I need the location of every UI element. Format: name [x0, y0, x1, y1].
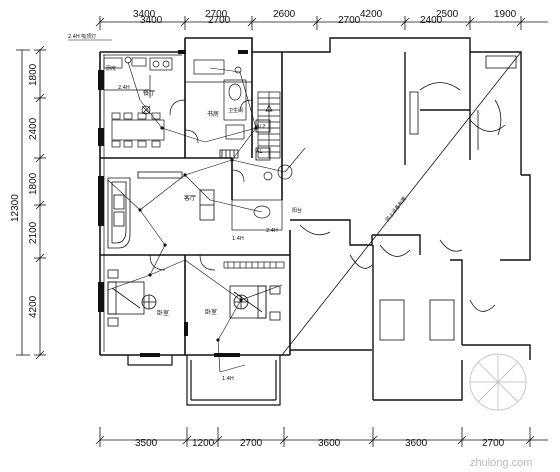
wiring-junctions — [138, 126, 258, 342]
central-fixtures — [223, 164, 293, 269]
kitchen-fixtures — [103, 56, 173, 98]
left-dim-3: 1800 — [28, 172, 39, 195]
left-dim-total: 12300 — [10, 194, 21, 222]
living-room-label: 客厅 — [184, 194, 196, 202]
window-marks — [98, 50, 248, 357]
top-dimension-chain — [95, 16, 548, 30]
top-dim-4: 4200 — [360, 9, 383, 20]
bottom-dimension-chain — [95, 427, 548, 447]
door-swings — [149, 99, 253, 271]
bedroom-right-bed — [229, 285, 281, 321]
bathroom-fixtures — [185, 59, 252, 140]
bottom-dim-6: 2700 — [482, 438, 505, 449]
wiring-circuits — [107, 61, 306, 373]
bath-label: 卫生间 — [228, 107, 243, 114]
dining-table — [111, 105, 165, 148]
left-dimension-chain — [16, 45, 46, 360]
kitchen-tag: 厨房 — [106, 65, 116, 72]
right-unit-walls — [282, 37, 531, 401]
stairwell — [257, 91, 281, 159]
top-dim-2: 2700 — [205, 9, 228, 20]
box-al2-label: AL2 — [256, 124, 265, 130]
balcony-right-label: 阳台 — [292, 207, 302, 214]
electrical-panels — [219, 119, 271, 161]
left-unit-walls — [99, 37, 291, 356]
living-sofa — [107, 171, 215, 249]
top-dim-3: 2600 — [273, 9, 296, 20]
diagonal-note: 同上设备布置 — [384, 195, 408, 223]
bedroom-right-label: 卧室 — [205, 308, 217, 316]
watermark-text: zhulong.com — [470, 457, 532, 469]
bedroom-left-label: 卧室 — [157, 309, 169, 317]
legend-top-label: 2.4H 吸顶灯 — [68, 33, 96, 40]
top-dim-overlap-4: 2400 — [420, 15, 443, 26]
dining-room-label: 餐厅 — [143, 89, 155, 97]
box-al-label: AL — [256, 149, 262, 155]
top-dim-1: 3400 — [133, 9, 156, 20]
study-room-label: 书房 — [207, 110, 219, 118]
mirror-unit-diagonal — [281, 51, 522, 356]
height-label-3: 1.4H — [222, 376, 234, 382]
height-label-2: 1.4H — [232, 236, 244, 242]
bottom-balcony-left — [127, 355, 281, 406]
height-label-1: 2.4H — [118, 85, 130, 91]
height-label-4: 2.4H — [266, 228, 278, 234]
bedroom-left-bed — [107, 269, 157, 327]
top-dim-5: 2500 — [436, 9, 459, 20]
bottom-dim-1: 3500 — [135, 438, 158, 449]
bottom-dim-3: 2700 — [240, 438, 263, 449]
top-dim-overlap-3: 2700 — [338, 15, 361, 26]
top-dim-overlap-1: 3400 — [140, 15, 163, 26]
bottom-dim-4: 3600 — [318, 438, 341, 449]
left-dim-5: 4200 — [28, 295, 39, 318]
bottom-dim-2: 1200 — [192, 438, 215, 449]
top-dim-overlap-2: 2700 — [208, 15, 231, 26]
bottom-dim-5: 3600 — [405, 438, 428, 449]
left-dim-4: 2100 — [28, 221, 39, 244]
left-dim-1: 1800 — [28, 63, 39, 86]
right-unit-doors — [299, 55, 517, 341]
top-dim-6: 1900 — [494, 9, 517, 20]
left-dim-2: 2400 — [28, 117, 39, 140]
zhulong-logo — [469, 353, 527, 411]
